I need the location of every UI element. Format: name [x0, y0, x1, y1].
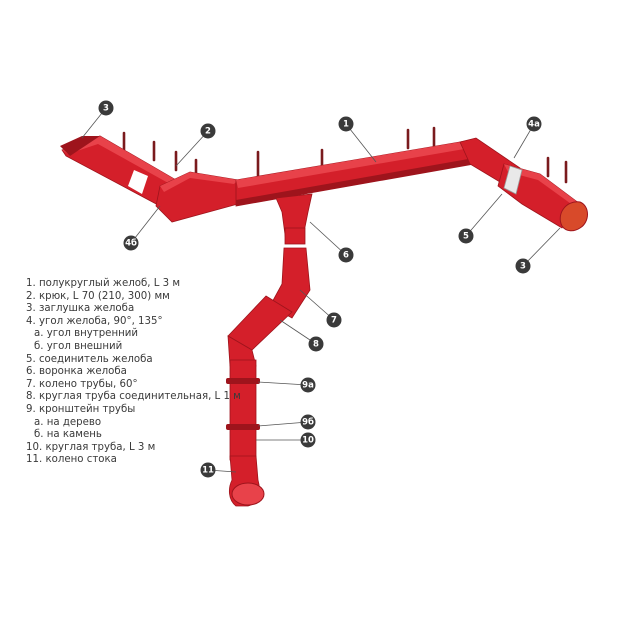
pipe-bracket-stone: [226, 424, 260, 430]
callout-badge: [308, 336, 324, 352]
callout-label: 7: [331, 316, 337, 326]
leader-line-c2: [175, 130, 209, 167]
leader-line-c1: [345, 123, 377, 163]
gutter-outer-corner-rim: [160, 172, 238, 192]
legend-subitem: б. угол внешний: [34, 340, 123, 352]
leader-line-c96: [257, 421, 309, 427]
callout-badge: [526, 116, 542, 132]
gutter-end-cap-right: [559, 201, 588, 232]
gutter-joint-left: [128, 170, 148, 194]
callout-label: 9а: [302, 381, 314, 391]
callout-label: 8: [313, 340, 319, 350]
callout-label: 6: [343, 251, 349, 261]
legend-item: 4. угол желоба, 90°, 135°: [26, 315, 163, 327]
callout-label: 3: [103, 104, 109, 114]
callout-label: 3: [520, 262, 526, 272]
gutter-hooks: [122, 126, 568, 184]
legend-item: 3. заглушка желоба: [26, 303, 135, 315]
callouts: 3 2 1 4а 4б 5 6 3 7 8 9а 9б 10 11: [98, 100, 542, 478]
legend-item: 1. полукруглый желоб, L 3 м: [26, 278, 181, 289]
gutter-end-cap-left: [60, 136, 100, 156]
callout-c7: 7: [326, 312, 342, 328]
leader-line-c5: [465, 193, 503, 237]
legend-subitem: а. угол внутренний: [34, 328, 139, 340]
funnel-neck: [284, 227, 306, 245]
callout-label: 5: [463, 232, 469, 242]
callout-c96: 9б: [300, 414, 316, 430]
callout-c6: 6: [338, 247, 354, 263]
callout-badge: [98, 100, 114, 116]
callout-c3b: 3: [515, 258, 531, 274]
gutter-connector: [503, 165, 523, 195]
leader-line-c9a: [257, 381, 309, 386]
legend-subitem: а. на дерево: [34, 416, 102, 428]
callout-label: 11: [202, 466, 214, 476]
leader-line-c7: [299, 289, 335, 321]
legend-item: 10. круглая труба, L 3 м: [26, 441, 156, 453]
gutter-segment-right-rim: [504, 164, 580, 206]
gutter-run: [60, 135, 588, 232]
callout-c8: 8: [308, 336, 324, 352]
legend-item: 8. круглая труба соединительная, L 1 м: [26, 391, 241, 403]
leader-line-c6: [309, 221, 347, 256]
callout-badge: [338, 247, 354, 263]
callout-badge: [300, 432, 316, 448]
downpipe: [226, 193, 313, 507]
gutter-long-rim: [236, 140, 472, 188]
callout-label: 1: [343, 120, 349, 130]
callout-badge: [515, 258, 531, 274]
callout-badge: [300, 414, 316, 430]
leader-line-c46: [130, 205, 161, 244]
callout-c46: 4б: [123, 235, 139, 251]
callout-label: 2: [205, 127, 211, 137]
callout-c4a: 4а: [526, 116, 542, 132]
callout-label: 9б: [302, 417, 314, 428]
pipe-bracket-wood: [226, 378, 260, 384]
legend-item: 11. колено стока: [26, 454, 117, 466]
callout-c2: 2: [200, 123, 216, 139]
legend-item: 5. соединитель желоба: [26, 353, 153, 365]
callout-c1: 1: [338, 116, 354, 132]
callout-c11: 11: [200, 462, 216, 478]
legend-subitem: б. на камень: [34, 429, 102, 441]
callout-badge: [123, 235, 139, 251]
pipe-main: [229, 359, 257, 461]
callout-c5: 5: [458, 228, 474, 244]
callout-badge: [300, 377, 316, 393]
legend-item: 9. кронштейн трубы: [26, 403, 136, 415]
callout-badge: [458, 228, 474, 244]
legend-item: 2. крюк, L 70 (210, 300) мм: [26, 290, 170, 302]
legend-item: 6. воронка желоба: [26, 366, 127, 378]
callout-badge: [338, 116, 354, 132]
gutter-long-underside: [236, 158, 474, 206]
gutter-segment-left-rim: [62, 136, 176, 184]
callout-badge: [200, 462, 216, 478]
callout-label: 10: [302, 436, 314, 446]
pipe-elbow-upper: [269, 247, 311, 319]
callout-c3a: 3: [98, 100, 114, 116]
callout-c9a: 9а: [300, 377, 316, 393]
callout-c10: 10: [300, 432, 316, 448]
leader-line-c3b: [522, 227, 561, 267]
callout-badge: [326, 312, 342, 328]
legend-item: 7. колено трубы, 60°: [26, 378, 138, 390]
pipe-drain-outlet: [231, 482, 265, 506]
callout-badge: [200, 123, 216, 139]
callout-label: 4а: [528, 120, 540, 130]
callout-label: 4б: [125, 238, 137, 249]
